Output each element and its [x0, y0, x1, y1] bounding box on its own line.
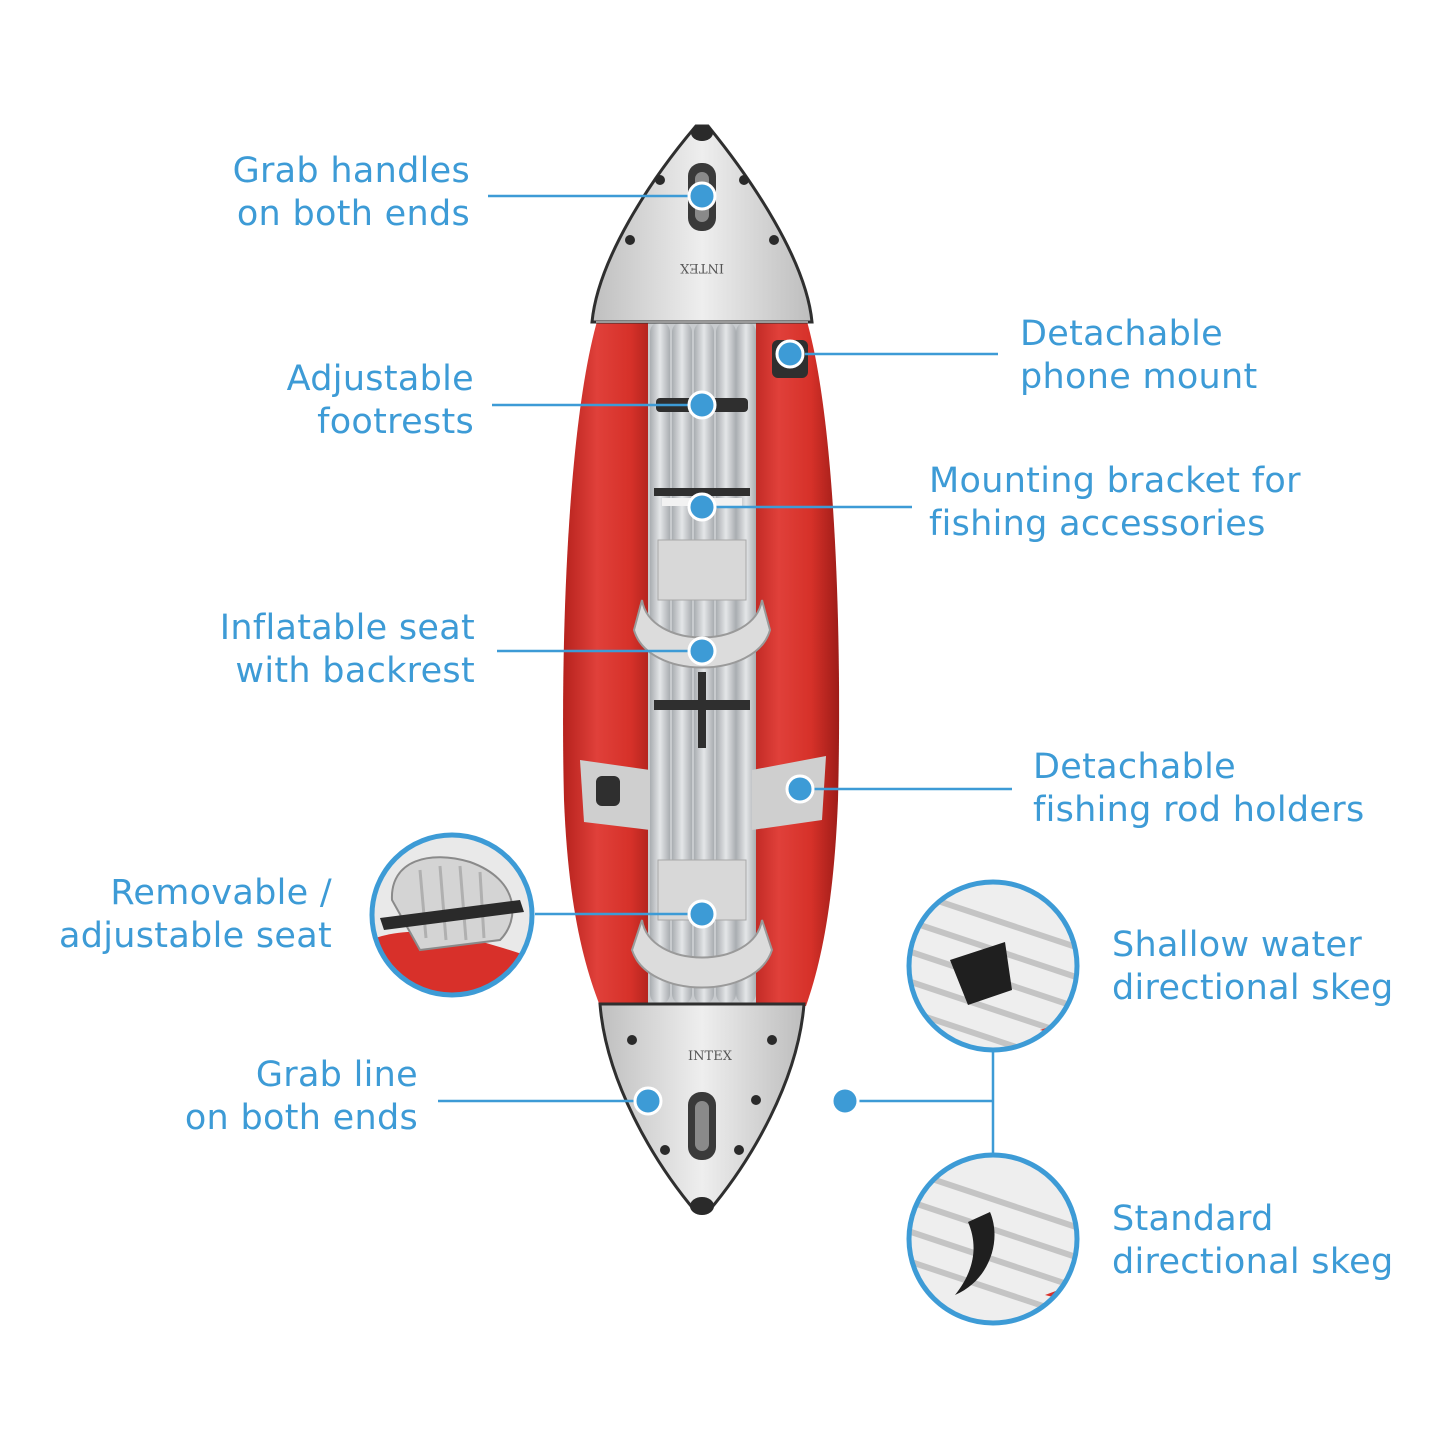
removable-seat-dot-icon [687, 899, 717, 929]
grab-line-dot-icon [633, 1086, 663, 1116]
grab-line [625, 175, 779, 1155]
bracket-label: Mounting bracket for fishing accessories [929, 461, 1301, 544]
inflatable-seat-label: Inflatable seat with backrest [219, 608, 475, 691]
kayak: INTEX INTEX [563, 124, 840, 1215]
shallow-skeg-label: Shallow water directional skeg [1112, 925, 1394, 1008]
footrests-label: Adjustable footrests [286, 359, 474, 442]
shallow-skeg-detail-circle [906, 879, 1080, 1053]
callout-dots [633, 181, 860, 1116]
rear-seat [630, 919, 774, 989]
seat-detail-circle [369, 832, 535, 998]
phone-mount-dot-icon [775, 339, 805, 369]
stern-tip-icon [690, 1197, 714, 1215]
stern-logo: INTEX [688, 1049, 733, 1064]
inflatable-seat-dot-icon [687, 636, 717, 666]
mounting-bracket [654, 488, 750, 496]
bracket-dot-icon [687, 492, 717, 522]
phone-mount-label: Detachable phone mount [1020, 314, 1258, 397]
callout-lines [438, 194, 1012, 1155]
standard-skeg-label: Standard directional skeg [1112, 1199, 1394, 1282]
rod-holders-label: Detachable fishing rod holders [1033, 747, 1365, 830]
footrest-dot-icon [687, 390, 717, 420]
removable-seat-label: Removable / adjustable seat [58, 873, 332, 956]
standard-skeg-detail-circle [906, 1152, 1080, 1326]
grab-line-label: Grab line on both ends [184, 1055, 418, 1138]
rod-holder-dot-icon [785, 774, 815, 804]
grab-handles-label: Grab handles on both ends [232, 151, 470, 234]
grab-handle-dot-icon [687, 181, 717, 211]
left-side-tube [563, 318, 660, 1006]
skeg-dot-icon [830, 1086, 860, 1116]
bow-logo: INTEX [679, 260, 724, 275]
bow-tip-icon [691, 125, 713, 141]
right-side-tube [746, 318, 840, 1006]
